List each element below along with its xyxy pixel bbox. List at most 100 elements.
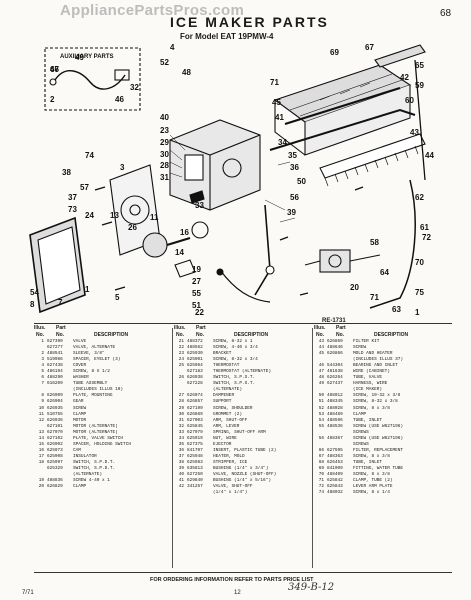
- callout-number: 5: [115, 293, 120, 302]
- callout-number: 64: [380, 268, 389, 277]
- table-header: Illus. Part No. No. DESCRIPTION: [34, 325, 129, 338]
- callout-number: 57: [80, 183, 89, 192]
- callout-number: 50: [297, 177, 306, 186]
- watermark: AppliancePartsPros.com: [60, 2, 245, 19]
- table-row: (ALTERNATE): [34, 472, 173, 478]
- illus-number: 36: [178, 447, 184, 453]
- part-number: 627277: [47, 345, 63, 351]
- part-description: LEVER ARM PLATE: [353, 484, 393, 490]
- illus-number: 23: [178, 351, 184, 357]
- figure-reference: RE-1731: [322, 318, 346, 324]
- illus-number: 45: [318, 351, 324, 357]
- illus-number: 35: [178, 441, 184, 447]
- part-description: COVER: [73, 363, 87, 369]
- callout-number: 73: [68, 205, 77, 214]
- table-bottom-rule: [34, 572, 452, 573]
- part-number: 488345: [327, 399, 343, 405]
- part-number: 626935: [47, 405, 63, 411]
- part-number: 625930: [187, 351, 203, 357]
- part-number: 625973: [47, 447, 63, 453]
- part-description: BUSHING (1/4" x 3/4"): [213, 465, 269, 471]
- part-number: 625901: [187, 357, 203, 363]
- part-number: 629840: [187, 478, 203, 484]
- part-number: 488290: [47, 375, 63, 381]
- illus-number: 6: [41, 375, 44, 381]
- ice-stripper: [319, 133, 426, 187]
- part-number: 488012: [327, 393, 343, 399]
- callout-number: 60: [405, 96, 414, 105]
- callout-number: 11: [150, 213, 159, 222]
- callout-number: 14: [175, 248, 184, 257]
- illus-number: 41: [178, 478, 184, 484]
- part-description: SCREW, 8-32 x 3/4: [213, 357, 258, 363]
- part-number: 626829: [47, 484, 63, 490]
- part-number: 626453: [327, 459, 343, 465]
- callout-number: 71: [370, 293, 379, 302]
- illus-number: 25: [178, 363, 184, 369]
- illus-number: 21: [178, 339, 184, 344]
- callout-number: 27: [192, 277, 201, 286]
- part-description: VALVE, NOZZLE (SHUT-OFF): [213, 472, 277, 478]
- callout-number: 70: [415, 258, 424, 267]
- callout-number: 1: [85, 285, 90, 294]
- part-description: SCREW: [73, 405, 87, 411]
- part-description: (INCLUDES ILLUS 37): [353, 357, 404, 363]
- part-description: SCREW, 8-32 x 3/8: [353, 399, 398, 405]
- part-description: BRACKET: [213, 351, 232, 357]
- part-number: 626857: [187, 399, 203, 405]
- callout-number: 22: [195, 308, 204, 317]
- part-number: 625329: [47, 465, 63, 471]
- part-description: SPRING, SHUT-OFF ARM: [213, 429, 266, 435]
- illus-number: 31: [178, 417, 184, 423]
- part-description: THERMOSTAT (ALTERNATE): [213, 369, 271, 375]
- part-number: 626264: [327, 375, 343, 381]
- part-number: 841909: [327, 465, 343, 471]
- callout-number: 23: [160, 126, 169, 135]
- part-description: CLAMP: [73, 411, 87, 417]
- water-valve: [304, 249, 381, 273]
- part-description: WIRE (CABINET): [353, 369, 390, 375]
- illus-number: 37: [178, 453, 184, 459]
- part-description: SWITCH, S.P.S.T.: [213, 375, 256, 381]
- illus-number: 56: [318, 435, 324, 441]
- part-number: 626936: [47, 417, 63, 423]
- callout-number: 47: [50, 65, 59, 74]
- callout-number: 62: [415, 193, 424, 202]
- part-description: (INCLUDES ILLUS 10): [73, 387, 124, 393]
- callout-number: 63: [392, 305, 401, 314]
- part-description: GEAR: [73, 399, 84, 405]
- part-description: DAMPENER: [213, 393, 235, 399]
- part-number: 626902: [47, 441, 63, 447]
- part-number: 626909: [47, 393, 63, 399]
- part-description: SCREW (USE W627196): [353, 435, 404, 441]
- illus-number: 68: [318, 459, 324, 465]
- illus-number: 55: [318, 423, 324, 429]
- part-number: 488489: [327, 411, 343, 417]
- part-description: CAM: [73, 447, 81, 453]
- date-code: 7/71: [22, 590, 34, 596]
- illus-number: 49: [318, 381, 324, 387]
- part-description: FILTER, REPLACEMENT: [353, 447, 404, 453]
- callout-number: 30: [160, 150, 169, 159]
- part-number: 488363: [327, 453, 343, 459]
- part-number: 341257: [187, 484, 203, 490]
- part-description: PLATE, MOUNTING: [73, 393, 113, 399]
